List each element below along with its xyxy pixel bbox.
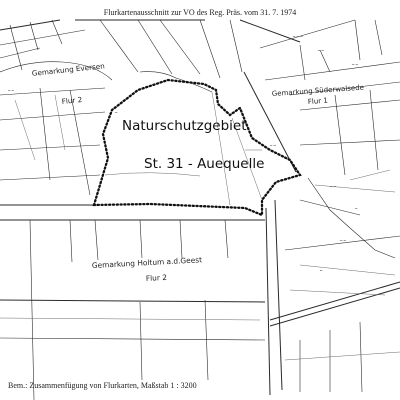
district-flur-holtum: Flur 2 [146,273,168,283]
svg-text:‗ ‗: ‗ ‗ [317,47,325,52]
reserve-boundary [92,78,302,217]
svg-text:‗ ‗: ‗ ‗ [351,61,359,66]
svg-text:‗ ‗: ‗ ‗ [269,142,277,147]
district-label-suederwalsede: Gemarkung Süderwalsede [272,84,365,98]
svg-text:‗ ‗: ‗ ‗ [329,183,337,188]
district-label-eversen: Gemarkung Eversen [31,61,105,78]
svg-text:‗: ‗ [354,205,358,210]
reserve-code: St. 31 - Auequelle [144,156,264,172]
svg-text:‗: ‗ [114,109,118,114]
svg-text:‗ ‗: ‗ ‗ [7,87,15,92]
svg-text:‗ ‗: ‗ ‗ [339,237,347,242]
svg-text:‗: ‗ [319,267,323,272]
map-footnote: Bem.: Zusammenfügung von Flurkarten, Maß… [8,381,197,390]
parcel-number-marks: ‗ ‗ ‗ ‗ ‗ ‗ ‗ ‗ ‗ ‗ ‗ ‗ ‗ ‗ ‗ ‗ ‗ ‗ [7,33,359,272]
district-flur-suederwalsede: Flur 1 [308,97,328,106]
parcel-lines-north [0,19,400,196]
reserve-name: Naturschutzgebiet [122,118,247,134]
map-title: Flurkartenausschnitt zur VO des Reg. Prä… [104,8,297,17]
reserve-interior-lines [104,91,263,206]
district-boundaries [0,71,400,400]
svg-text:‗ ‗ ‗: ‗ ‗ ‗ [292,33,303,38]
district-label-holtum: Gemarkung Holtum a.d.Geest [92,255,203,270]
district-flur-eversen: Flur 2 [61,95,82,106]
